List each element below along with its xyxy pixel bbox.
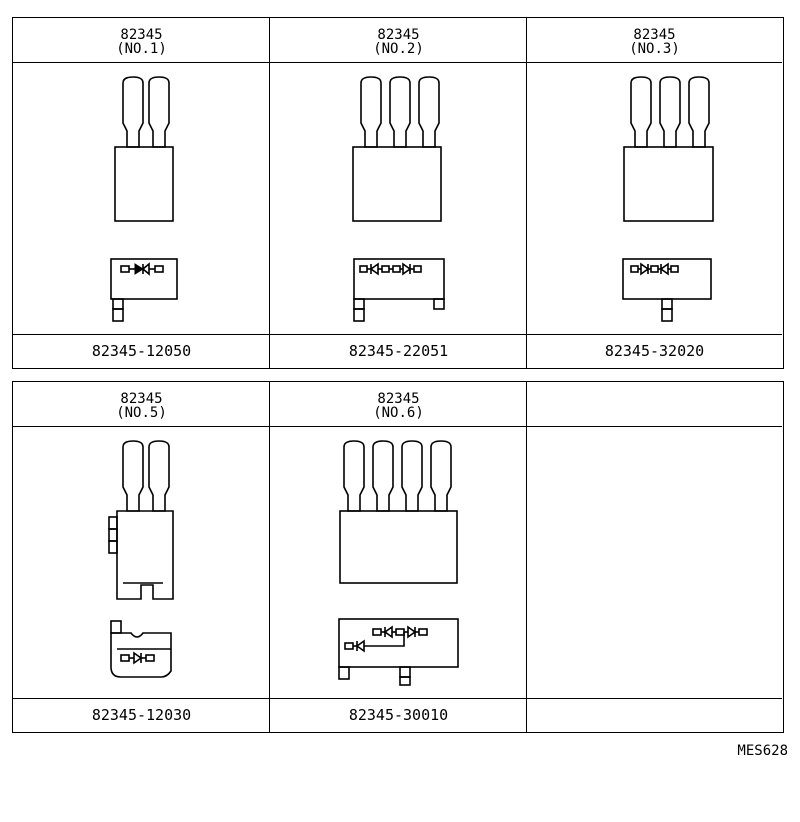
connector-body	[352, 146, 442, 222]
part-number: 82345-32020	[527, 334, 782, 367]
part-number: 82345-12030	[13, 698, 270, 731]
model-label: 82345	[120, 27, 163, 43]
connector-cell-no1: 82345 (NO.1)	[13, 18, 270, 367]
figure-reference: MES628	[737, 743, 788, 759]
connector-body	[108, 510, 174, 600]
variant-label: (NO.2)	[373, 41, 424, 57]
circuit-symbol	[353, 258, 445, 322]
part-number: 82345-30010	[270, 698, 527, 731]
column-divider	[526, 18, 527, 368]
terminal-pins	[343, 440, 452, 512]
connector-diagram-no5	[13, 427, 270, 699]
circuit-symbol	[110, 620, 172, 678]
part-number	[527, 698, 782, 731]
column-divider	[526, 382, 527, 732]
connector-body	[114, 146, 174, 222]
connector-cell-no5: 82345 (NO.5)	[13, 382, 270, 731]
model-label: 82345	[377, 27, 420, 43]
terminal-pins	[630, 76, 710, 148]
model-label: 82345	[633, 27, 676, 43]
terminal-pins	[360, 76, 440, 148]
cell-header: 82345 (NO.1)	[13, 18, 270, 63]
terminal-pins	[122, 76, 170, 148]
empty-cell	[527, 382, 782, 731]
terminal-pins	[122, 440, 170, 512]
column-divider	[269, 382, 270, 732]
connector-diagram-no2	[270, 63, 527, 335]
connector-table-top: 82345 (NO.1)	[12, 17, 784, 369]
connector-diagram-no3	[527, 63, 782, 335]
cell-header: 82345 (NO.6)	[270, 382, 527, 427]
connector-diagram-no1	[13, 63, 270, 335]
connector-cell-no3: 82345 (NO.3)	[527, 18, 782, 367]
connector-body	[339, 510, 458, 584]
model-label: 82345	[120, 391, 163, 407]
connector-table-bottom: 82345 (NO.5)	[12, 381, 784, 733]
part-number: 82345-22051	[270, 334, 527, 367]
connector-diagram-no6	[270, 427, 527, 699]
connector-body	[623, 146, 714, 222]
circuit-symbol	[338, 618, 459, 686]
connector-cell-no6: 82345 (NO.6)	[270, 382, 527, 731]
column-divider	[269, 18, 270, 368]
connector-cell-no2: 82345 (NO.2)	[270, 18, 527, 367]
variant-label: (NO.1)	[116, 41, 167, 57]
cell-header: 82345 (NO.2)	[270, 18, 527, 63]
circuit-symbol	[110, 258, 178, 322]
cell-header	[527, 382, 782, 427]
part-number: 82345-12050	[13, 334, 270, 367]
variant-label: (NO.5)	[116, 405, 167, 421]
variant-label: (NO.3)	[629, 41, 680, 57]
cell-header: 82345 (NO.5)	[13, 382, 270, 427]
cell-header: 82345 (NO.3)	[527, 18, 782, 63]
circuit-symbol	[622, 258, 712, 322]
variant-label: (NO.6)	[373, 405, 424, 421]
model-label: 82345	[377, 391, 420, 407]
